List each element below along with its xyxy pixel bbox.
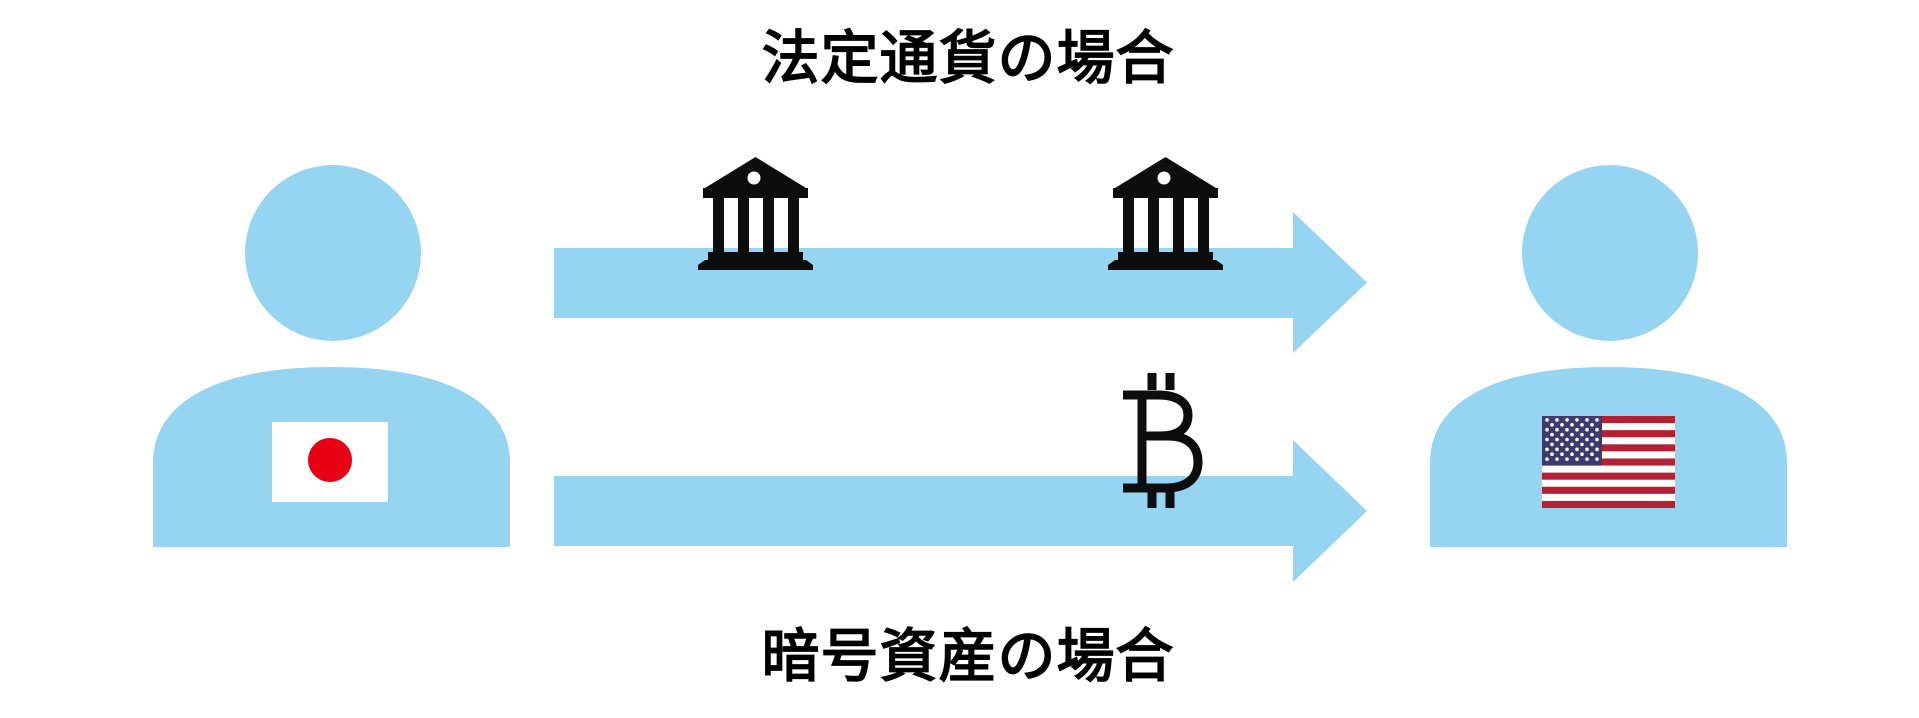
- us-flag-stars: [1545, 418, 1599, 461]
- person-head: [245, 165, 421, 341]
- sender-bank-icon: [698, 157, 813, 270]
- crypto-section-title: 暗号資産の場合: [761, 624, 1175, 689]
- fiat-section-title: 法定通貨の場合: [761, 26, 1175, 91]
- japan-flag-icon: [272, 422, 388, 502]
- crypto-flow-arrow: [554, 440, 1367, 582]
- us-person-figure: [1430, 165, 1787, 547]
- fiat-flow-arrow: [554, 212, 1367, 353]
- us-flag-icon: [1542, 416, 1675, 508]
- receiver-bank-icon: [1108, 157, 1223, 270]
- japan-person-figure: [153, 165, 510, 547]
- bitcoin-icon: [1123, 373, 1203, 508]
- person-head: [1522, 165, 1698, 341]
